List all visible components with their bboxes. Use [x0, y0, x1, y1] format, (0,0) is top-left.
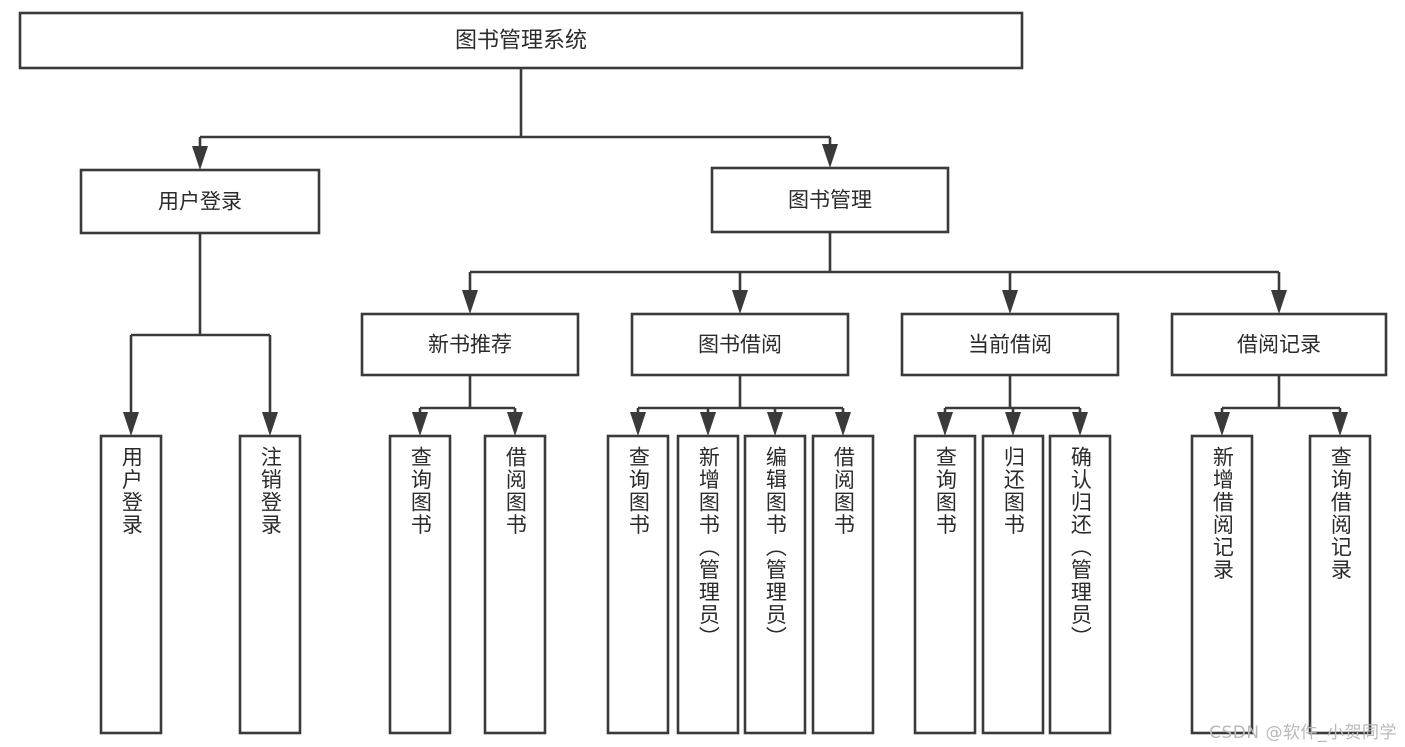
connector-to-book-borrow-arrow — [732, 290, 748, 314]
connector-to-leaf-cb-query-book-arrow — [937, 412, 953, 436]
node-box-book-manage[interactable] — [710, 166, 950, 234]
connector-root-to-user-login-arrow — [192, 146, 208, 170]
leaf-bb-borrow-book[interactable] — [811, 434, 875, 735]
connector-to-leaf-br-add-record-arrow — [1214, 412, 1230, 436]
connector-to-borrow-record-arrow — [1271, 290, 1287, 314]
leaf-rec-query-book[interactable] — [388, 434, 452, 735]
connector-layer — [123, 68, 1348, 436]
connector-to-leaf-bb-borrow-book-arrow — [835, 412, 851, 436]
leaf-rec-borrow-book[interactable] — [483, 434, 547, 735]
leaf-cb-return-book[interactable] — [981, 434, 1045, 735]
connector-to-current-borrow-arrow — [1002, 290, 1018, 314]
leaf-cb-confirm-return[interactable] — [1048, 434, 1112, 735]
connector-to-leaf-bb-query-book-arrow — [630, 412, 646, 436]
leaf-logout[interactable] — [238, 434, 302, 735]
node-box-root[interactable] — [18, 11, 1024, 70]
connector-to-leaf-bb-add-book-arrow — [700, 412, 716, 436]
node-box-user-login[interactable] — [79, 168, 321, 235]
connector-to-leaf-user-login-arrow — [123, 412, 139, 436]
node-box-current-borrow[interactable] — [900, 312, 1120, 377]
connector-to-new-book-rec-arrow — [462, 290, 478, 314]
node-box-book-borrow-label: 图书借阅 — [698, 333, 782, 357]
leaf-bb-edit-book[interactable] — [743, 434, 807, 735]
connector-to-leaf-bb-edit-book-arrow — [767, 412, 783, 436]
connector-root-to-book-manage-arrow — [822, 144, 838, 168]
node-box-book-manage-label: 图书管理 — [788, 188, 872, 212]
box-layer — [18, 11, 1388, 735]
connector-to-leaf-cb-return-book-arrow — [1005, 412, 1021, 436]
node-box-new-book-recommend[interactable] — [360, 312, 580, 377]
node-box-user-login-label: 用户登录 — [158, 190, 242, 214]
leaf-bb-add-book[interactable] — [676, 434, 740, 735]
connector-to-leaf-rec-query-book-arrow — [412, 412, 428, 436]
watermark-text: CSDN @软件_小贺同学 — [1209, 723, 1397, 743]
node-box-borrow-record[interactable] — [1170, 312, 1388, 377]
leaf-cb-query-book[interactable] — [913, 434, 977, 735]
leaf-user-login[interactable] — [99, 434, 163, 735]
node-box-borrow-record-label: 借阅记录 — [1237, 333, 1321, 357]
connector-to-leaf-br-query-record-arrow — [1332, 412, 1348, 436]
node-box-new-book-recommend-label: 新书推荐 — [428, 333, 512, 357]
node-box-book-borrow[interactable] — [630, 312, 850, 377]
connector-to-leaf-cb-confirm-return-arrow — [1072, 412, 1088, 436]
connector-to-leaf-logout-arrow — [262, 412, 278, 436]
leaf-bb-query-book[interactable] — [606, 434, 670, 735]
leaf-br-query-record[interactable] — [1308, 434, 1372, 735]
leaf-br-add-record[interactable] — [1190, 434, 1254, 735]
connector-to-leaf-rec-borrow-book-arrow — [507, 412, 523, 436]
node-box-root-label: 图书管理系统 — [455, 29, 587, 54]
node-box-current-borrow-label: 当前借阅 — [968, 333, 1052, 357]
